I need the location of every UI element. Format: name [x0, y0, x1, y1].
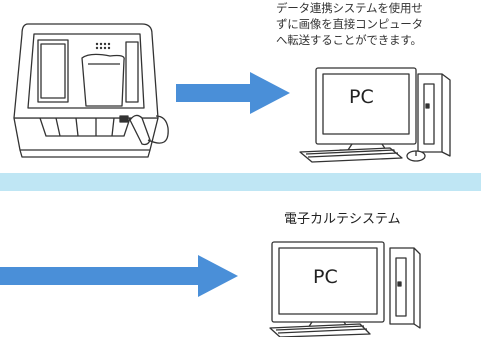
- separator-band: [0, 173, 481, 191]
- top-arrow-icon: [176, 72, 290, 114]
- transfer-note: データ連携システムを使用せ ずに画像を直接コンピュータ へ転送することができます…: [276, 0, 481, 48]
- bottom-pc-icon: [269, 241, 421, 337]
- top-pc-icon: [299, 67, 451, 163]
- emr-system-title: 電子カルテシステム: [284, 212, 401, 227]
- scanner-device-icon: [13, 23, 169, 158]
- top-pc-label: PC: [349, 86, 374, 108]
- bottom-arrow-icon: [0, 255, 238, 297]
- note-line-1: データ連携システムを使用せ: [276, 1, 423, 15]
- bottom-pc-label: PC: [313, 266, 338, 288]
- note-line-2: ずに画像を直接コンピュータ: [276, 17, 423, 31]
- note-line-3: へ転送することができます。: [276, 33, 422, 47]
